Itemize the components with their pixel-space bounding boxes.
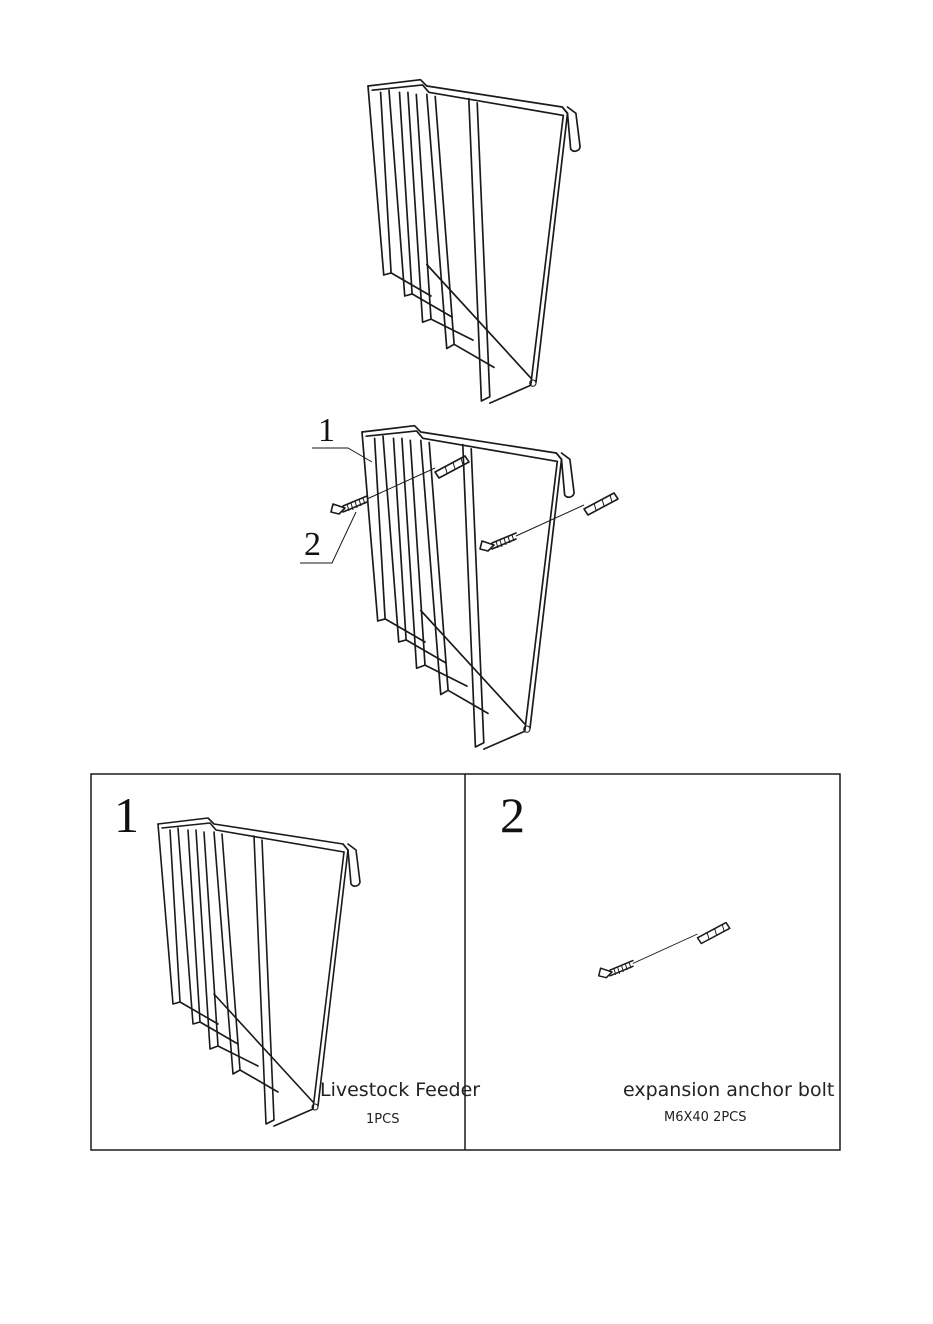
part-2-number: 2 <box>500 790 525 840</box>
part-1-qty: 1PCS <box>366 1112 399 1127</box>
anchor-bolt-icon <box>599 923 730 978</box>
callout-2: 2 <box>304 528 321 562</box>
bolt-right-exploded <box>480 493 618 551</box>
callout-1: 1 <box>318 414 335 448</box>
part-2-qty: M6X40 2PCS <box>664 1110 747 1125</box>
part-1-name: Livestock Feeder <box>320 1079 480 1101</box>
part-2-name: expansion anchor bolt <box>623 1079 834 1101</box>
feeder-view-top <box>368 80 580 403</box>
bolt-left-exploded <box>331 456 469 514</box>
feeder-view-exploded <box>362 426 574 749</box>
part-1-number: 1 <box>114 790 139 840</box>
